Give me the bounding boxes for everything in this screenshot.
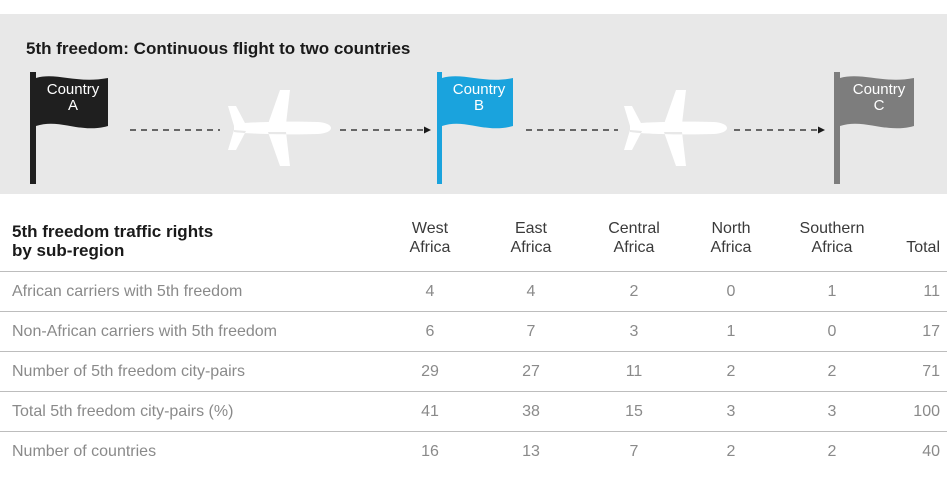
table-cell: 3	[827, 403, 837, 420]
column-header-north-africa: North Africa	[710, 220, 752, 256]
table-row: Number of 5th freedom city-pairs 29 27 1…	[0, 352, 947, 392]
row-label: Non-African carriers with 5th freedom	[12, 323, 277, 340]
table-cell: 71	[922, 363, 940, 380]
table-cell: 0	[827, 323, 837, 340]
row-label: Total 5th freedom city-pairs (%)	[12, 403, 234, 420]
row-label: Number of 5th freedom city-pairs	[12, 363, 245, 380]
table-cell: 7	[526, 323, 536, 340]
column-header-total: Total	[906, 239, 940, 256]
column-header-east-africa: East Africa	[510, 220, 552, 256]
table-cell: 27	[522, 363, 540, 380]
table-row: Total 5th freedom city-pairs (%) 41 38 1…	[0, 392, 947, 432]
table-cell: 100	[913, 403, 940, 420]
traffic-rights-table: 5th freedom traffic rights by sub-region…	[0, 212, 947, 472]
table-cell: 2	[827, 363, 837, 380]
table-cell: 1	[827, 283, 837, 300]
flag-country-c: Country C	[834, 72, 916, 184]
table-cell: 4	[425, 283, 435, 300]
row-label: African carriers with 5th freedom	[12, 283, 243, 300]
table-cell: 29	[421, 363, 439, 380]
table-cell: 2	[726, 363, 736, 380]
table-cell: 2	[629, 283, 639, 300]
table-cell: 0	[726, 283, 736, 300]
column-header-southern-africa: Southern Africa	[799, 220, 865, 256]
table-cell: 11	[625, 363, 643, 380]
flag-country-b: Country B	[437, 72, 517, 184]
table-cell: 15	[625, 403, 643, 420]
table-row: Number of countries 16 13 7 2 2 40	[0, 432, 947, 472]
column-header-west-africa: West Africa	[409, 220, 451, 256]
flag-b-icon	[437, 72, 513, 184]
flag-a-label-line1: Country	[46, 81, 100, 98]
column-header-central-africa: Central Africa	[608, 220, 660, 256]
flag-c-label-line1: Country	[852, 81, 906, 98]
table-cell: 11	[923, 283, 940, 300]
table-row: Non-African carriers with 5th freedom 6 …	[0, 312, 947, 352]
flag-b-label-line2: B	[473, 97, 484, 114]
dashed-arrow-icon	[340, 126, 431, 134]
table-cell: 16	[421, 443, 439, 460]
flag-b-label-line1: Country	[452, 81, 506, 98]
table-cell: 2	[726, 443, 736, 460]
diagram-title: 5th freedom: Continuous flight to two co…	[26, 39, 411, 58]
table-cell: 3	[726, 403, 736, 420]
table-cell: 6	[425, 323, 435, 340]
table-cell: 41	[421, 403, 439, 420]
table-cell: 2	[827, 443, 837, 460]
table-title-line2: by sub-region	[12, 241, 125, 260]
flag-c-icon	[834, 72, 914, 184]
table-cell: 4	[526, 283, 536, 300]
flag-a-label-line2: A	[67, 97, 78, 114]
table-cell: 3	[629, 323, 639, 340]
flag-c-label-line2: C	[873, 97, 885, 114]
table-header: 5th freedom traffic rights by sub-region…	[0, 212, 947, 272]
dashed-arrow-icon	[734, 126, 825, 134]
dashed-line-icon	[130, 129, 220, 131]
airplane-icon	[624, 90, 727, 166]
table-cell: 7	[629, 443, 639, 460]
flag-a-icon	[30, 72, 108, 184]
flag-country-a: Country A	[30, 72, 110, 184]
table-title: 5th freedom traffic rights by sub-region	[12, 222, 213, 260]
table-title-line1: 5th freedom traffic rights	[12, 222, 214, 241]
row-label: Number of countries	[12, 443, 157, 460]
airplane-icon	[228, 90, 331, 166]
dashed-line-icon	[526, 129, 618, 131]
table-cell: 1	[726, 323, 736, 340]
table-cell: 17	[922, 323, 940, 340]
table-cell: 13	[522, 443, 540, 460]
table-cell: 40	[922, 443, 940, 460]
table-row: African carriers with 5th freedom 4 4 2 …	[0, 272, 947, 312]
table-cell: 38	[522, 403, 540, 420]
